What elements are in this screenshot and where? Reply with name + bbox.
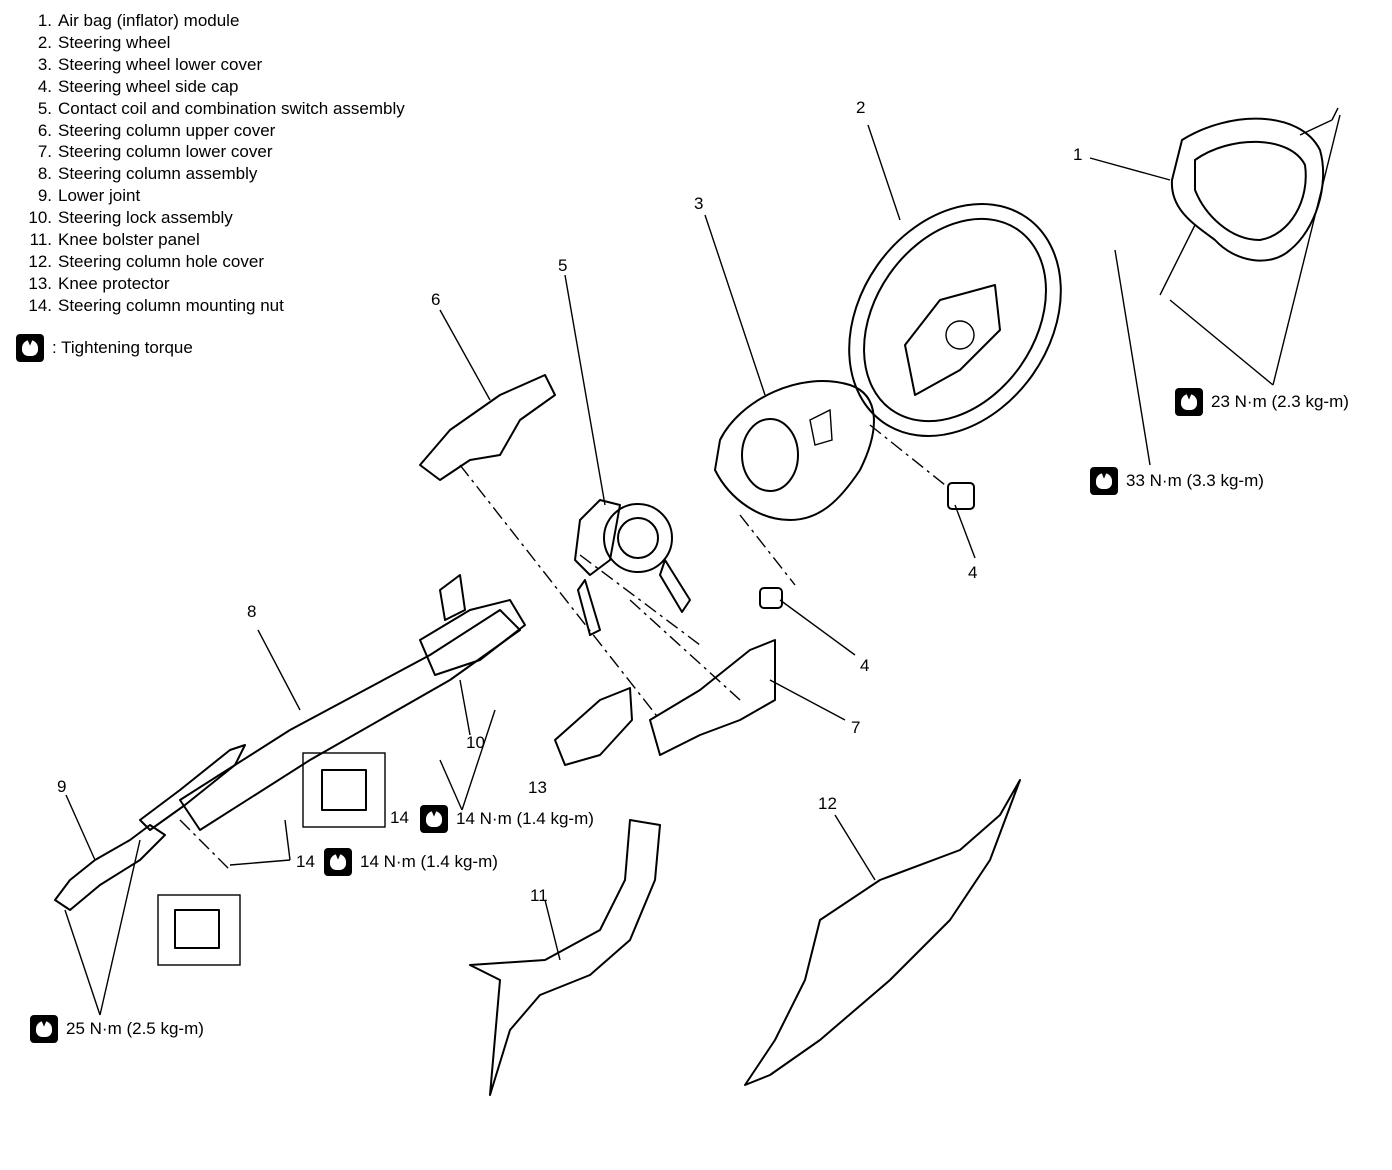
- legend-item: 6.Steering column upper cover: [37, 120, 276, 140]
- torque-value: 14 N·m (1.4 kg-m): [456, 809, 594, 828]
- torque-label-airbag: 23 N·m (2.3 kg-m): [1175, 388, 1349, 416]
- legend-item: 9.Lower joint: [37, 186, 141, 206]
- callout-13: 13: [528, 778, 547, 797]
- combination-switch-drawing: [574, 499, 691, 636]
- torque-wrench-icon: [30, 1015, 58, 1043]
- legend-item: 12.Steering column hole cover: [28, 251, 265, 271]
- callout-4-left: 4: [860, 656, 870, 675]
- torque-value: 25 N·m (2.5 kg-m): [66, 1019, 204, 1038]
- steering-wheel-drawing: [848, 203, 1062, 437]
- torque-label-mount-lower: 14 N·m (1.4 kg-m): [324, 848, 498, 876]
- torque-wrench-icon: [324, 848, 352, 876]
- callout-12: 12: [818, 794, 837, 813]
- legend-item: 7.Steering column lower cover: [37, 142, 273, 162]
- callout-5: 5: [558, 256, 568, 275]
- callout-14-lower: 14: [296, 852, 315, 871]
- callout-4-right: 4: [968, 563, 978, 582]
- upper-column-cover-drawing: [419, 374, 556, 481]
- callout-1: 1: [1073, 145, 1083, 164]
- legend-item: 13.Knee protector: [28, 273, 170, 293]
- lower-joint-drawing: [54, 744, 246, 911]
- legend-item: 14.Steering column mounting nut: [28, 295, 284, 315]
- callout-8: 8: [247, 602, 257, 621]
- torque-key: : Tightening torque: [16, 334, 193, 362]
- callout-6: 6: [431, 290, 441, 309]
- legend-item: 1.Air bag (inflator) module: [37, 11, 240, 30]
- knee-bolster-drawing: [469, 819, 661, 1096]
- steering-column-drawing: [179, 574, 526, 831]
- leader-lines: [64, 114, 1341, 1016]
- torque-label-mount-upper: 14 N·m (1.4 kg-m): [420, 805, 594, 833]
- side-cap-drawing-right: [947, 482, 975, 510]
- torque-wrench-icon: [1090, 467, 1118, 495]
- torque-wrench-icon: [1175, 388, 1203, 416]
- callout-7: 7: [851, 718, 861, 737]
- parts-legend: 1.Air bag (inflator) module 2.Steering w…: [8, 10, 405, 317]
- airbag-module-drawing: [1159, 107, 1339, 296]
- knee-protector-drawing: [554, 687, 633, 766]
- torque-wrench-icon: [16, 334, 44, 362]
- side-cap-drawing-left: [759, 587, 783, 609]
- assembly-axis-lines: [179, 424, 946, 871]
- torque-value: 23 N·m (2.3 kg-m): [1211, 392, 1349, 411]
- lower-column-cover-drawing: [649, 639, 776, 756]
- callout-10: 10: [466, 733, 485, 752]
- callout-9: 9: [57, 777, 67, 796]
- lower-cover-drawing: [714, 380, 875, 521]
- legend-item: 10.Steering lock assembly: [28, 208, 233, 228]
- nut-inset-drawing-2: [174, 909, 220, 949]
- legend-item: 8.Steering column assembly: [37, 164, 258, 184]
- callout-2: 2: [856, 98, 866, 117]
- legend-item: 11.Knee bolster panel: [29, 230, 200, 250]
- callout-14-upper: 14: [390, 808, 409, 827]
- legend-item: 4.Steering wheel side cap: [37, 76, 239, 96]
- torque-label-lower-joint: 25 N·m (2.5 kg-m): [30, 1015, 204, 1043]
- torque-value: 33 N·m (3.3 kg-m): [1126, 471, 1264, 490]
- callout-11: 11: [530, 886, 548, 905]
- torque-value: 14 N·m (1.4 kg-m): [360, 852, 498, 871]
- torque-key-label: : Tightening torque: [52, 338, 193, 357]
- legend-item: 3.Steering wheel lower cover: [37, 54, 263, 74]
- nut-inset-drawing-1: [321, 769, 367, 811]
- torque-label-wheel-nut: 33 N·m (3.3 kg-m): [1090, 467, 1264, 495]
- nut-inset-box-1: [302, 752, 386, 828]
- legend-item: 2.Steering wheel: [37, 32, 171, 52]
- legend-item: 5.Contact coil and combination switch as…: [37, 98, 405, 118]
- hole-cover-drawing: [744, 779, 1021, 1086]
- callout-3: 3: [694, 194, 704, 213]
- nut-inset-box-2: [157, 894, 241, 966]
- torque-wrench-icon: [420, 805, 448, 833]
